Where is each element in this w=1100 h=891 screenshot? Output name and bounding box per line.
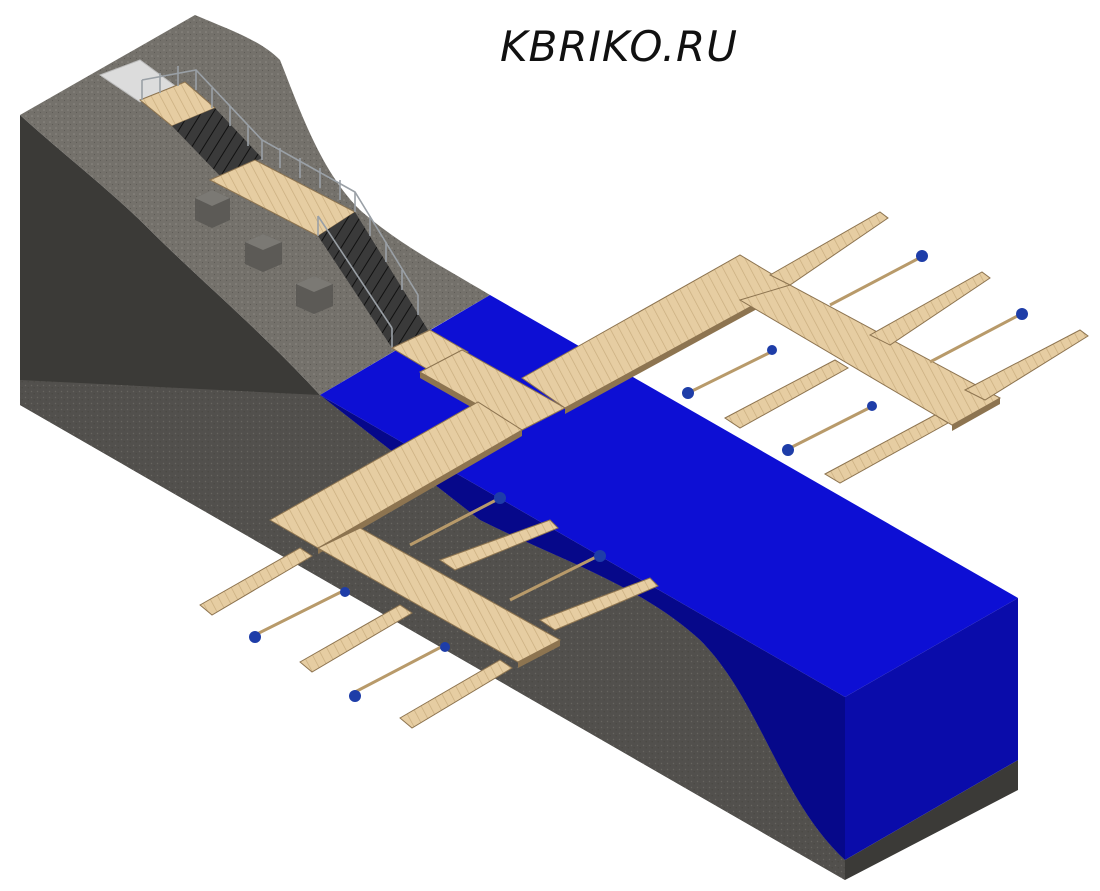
handrail [141,66,419,348]
brand-watermark: KBRIKO.RU [500,22,738,71]
lower-finger-pier-1 [199,547,313,616]
water-front-face [845,598,1018,860]
lower-finger-pier-4 [438,519,559,571]
lower-finger-pier-3 [399,659,513,729]
lower-mooring-booms [254,496,601,694]
upper-stair-flight [172,108,262,178]
floating-pontoon-dock [199,211,1089,729]
upper-finger-pier-3 [963,329,1089,401]
concrete-block-icon [296,276,333,314]
lower-finger-pier-2 [299,604,413,673]
lower-finger-pier-5 [538,577,659,631]
blue-float-icon [249,250,1028,702]
walkway-section-3 [521,254,792,409]
lower-stair-flight [318,212,428,348]
upper-finger-pier-2 [868,271,991,346]
ground-slope-face [20,380,845,880]
upper-finger-pier-1 [768,211,889,286]
concrete-block-icon [195,190,230,228]
upper-finger-pier-5 [823,414,949,484]
upper-mooring-booms [689,253,1026,450]
concrete-block-icon [245,234,282,272]
upper-finger-pier-4 [724,359,849,429]
shore-access-structure [98,59,428,348]
